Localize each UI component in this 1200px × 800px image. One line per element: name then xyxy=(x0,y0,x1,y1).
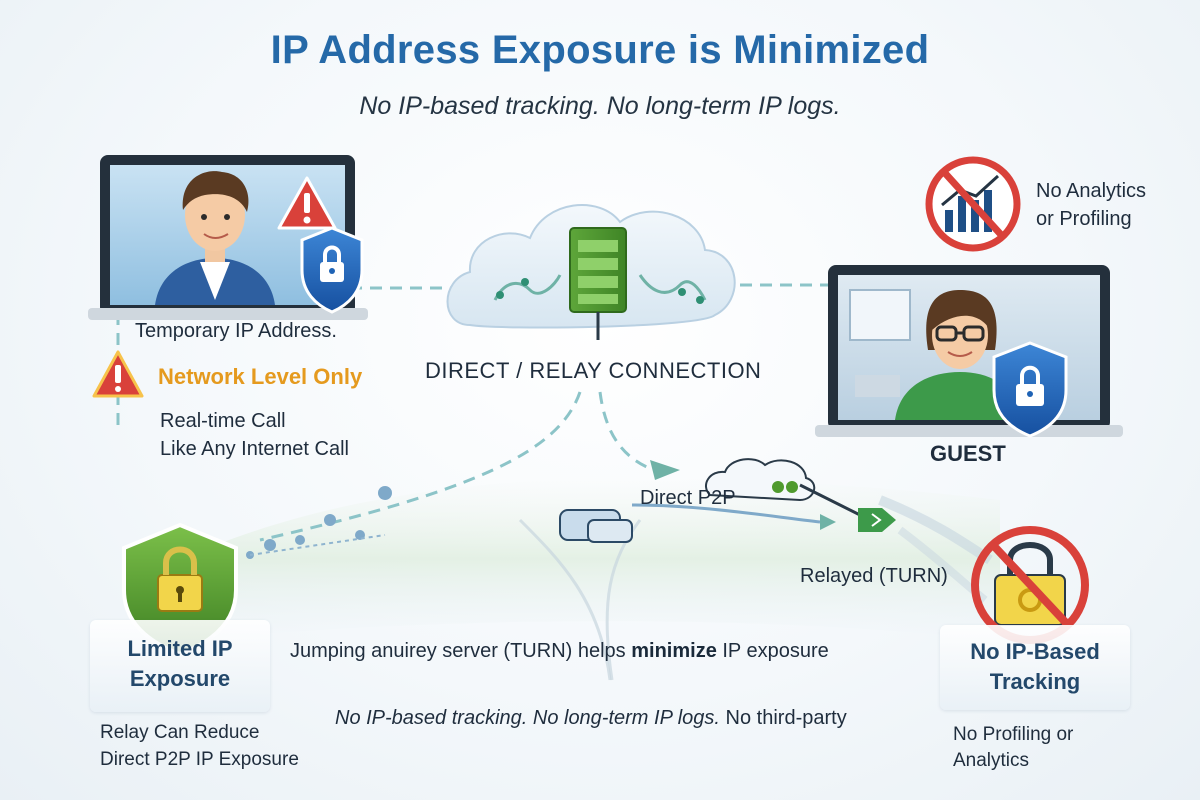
no-analytics-label-line1: No Analytics xyxy=(1036,180,1147,202)
shield-lock-icon xyxy=(300,226,364,314)
no-analytics-icon xyxy=(925,156,1021,252)
no-analytics-label-line2: or Profiling xyxy=(1036,208,1132,230)
no-ip-tracking-panel: No IP-Based Tracking xyxy=(940,625,1130,710)
realtime-call-label: Real-time Call xyxy=(160,410,286,432)
warning-icon xyxy=(92,350,144,398)
page-subtitle: No IP-based tracking. No long-term IP lo… xyxy=(359,92,841,120)
relayed-turn-label: Relayed (TURN) xyxy=(800,565,948,587)
network-nodes xyxy=(246,486,392,559)
guest-avatar xyxy=(895,290,1020,420)
bottom-line-1: Jumping anuirey server (TURN) helps mini… xyxy=(290,640,950,663)
bottom-line-1-bold: minimize xyxy=(631,640,717,662)
no-profiling-line1: No Profiling or xyxy=(953,724,1074,745)
relay-note-line1: Relay Can Reduce xyxy=(100,722,260,743)
internet-call-label: Like Any Internet Call xyxy=(160,438,349,460)
panel-title-line2: Exposure xyxy=(129,666,231,691)
panel-title-line1: Limited IP xyxy=(127,636,233,661)
relay-note-line2: Direct P2P IP Exposure xyxy=(100,749,299,770)
arrow-icon xyxy=(631,460,896,532)
bottom-line-2-suffix: No third-party xyxy=(719,707,847,729)
warning-icon xyxy=(277,176,337,230)
page-title: IP Address Exposure is Minimized xyxy=(270,28,930,72)
relay-cloud-icon xyxy=(705,458,816,502)
no-tracking-icon xyxy=(971,526,1089,644)
guest-laptop xyxy=(815,265,1123,438)
bottom-line-2: No IP-based tracking. No long-term IP lo… xyxy=(335,707,955,730)
limited-ip-panel: Limited IP Exposure xyxy=(90,620,270,712)
connection-label: DIRECT / RELAY CONNECTION xyxy=(425,358,762,383)
direct-p2p-label: Direct P2P xyxy=(640,487,736,509)
device-icon xyxy=(559,509,633,543)
temporary-ip-label: Temporary IP Address. xyxy=(135,320,337,342)
bottom-line-2-italic: No IP-based tracking. No long-term IP lo… xyxy=(335,707,720,729)
network-level-label: Network Level Only xyxy=(158,364,363,389)
bottom-line-1-suffix: IP exposure xyxy=(716,640,829,662)
host-avatar xyxy=(155,171,275,305)
host-laptop xyxy=(88,155,368,320)
server-icon xyxy=(569,227,627,340)
panel-title-line2: Tracking xyxy=(989,669,1081,694)
no-profiling-line2: Analytics xyxy=(953,750,1030,771)
bottom-line-1-prefix: Jumping anuirey server (TURN) helps xyxy=(290,640,632,662)
shield-lock-icon xyxy=(992,341,1068,438)
panel-title-line1: No IP-Based xyxy=(970,639,1100,664)
guest-label: GUEST xyxy=(930,441,1006,466)
